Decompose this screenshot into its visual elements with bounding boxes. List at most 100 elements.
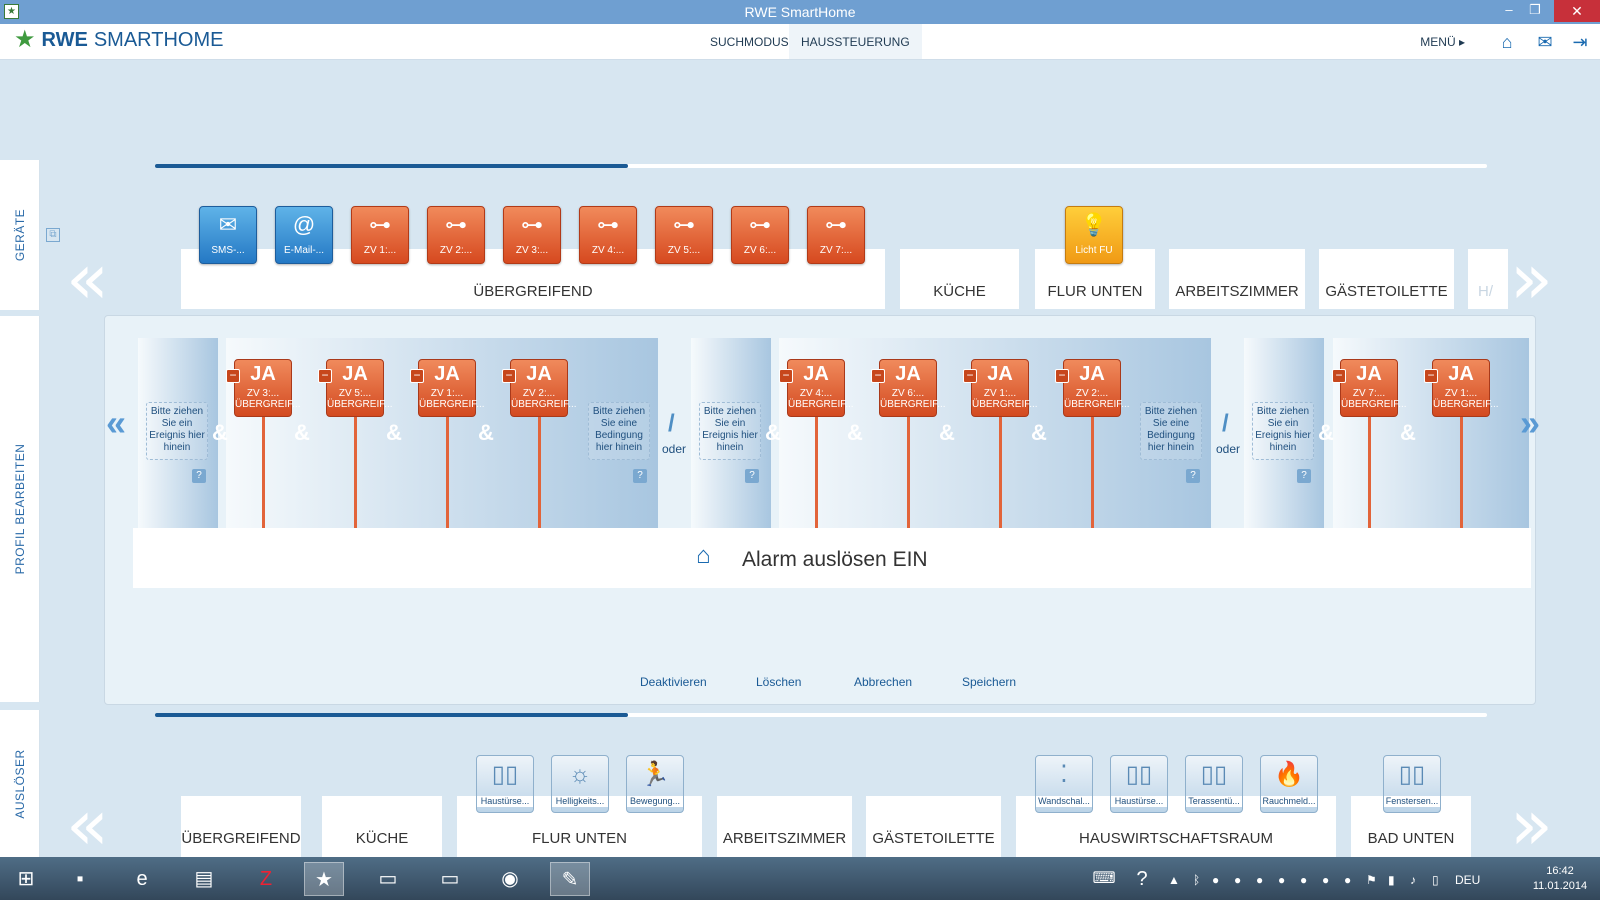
condition-drop-zone[interactable]: Bitte ziehen Sie eine Bedingung hier hin… [588, 402, 650, 460]
expand-icon[interactable]: ⧉ [46, 228, 60, 242]
save-button[interactable]: Speichern [962, 675, 1017, 689]
help-icon[interactable]: ? [633, 469, 647, 483]
trigger-tile[interactable]: ☼Helligkeits... [551, 755, 609, 813]
windows-start-icon[interactable]: ⊞ [17, 868, 35, 890]
trigger-room-kuche[interactable]: KÜCHE [322, 796, 442, 857]
event-drop-zone[interactable]: Bitte ziehen Sie ein Ereignis hier hinei… [146, 402, 208, 460]
logout-icon[interactable]: ⇥ [1572, 32, 1588, 52]
trigger-tile[interactable]: 🔥Rauchmeld... [1260, 755, 1318, 813]
remove-condition-icon[interactable]: − [1424, 369, 1438, 383]
trigger-tile[interactable]: ▯▯Fenstersen... [1383, 755, 1441, 813]
trigger-tile[interactable]: ▯▯Terassentü... [1185, 755, 1243, 813]
network-icon[interactable]: ▮ [1388, 873, 1395, 887]
trigger-scroll-right-icon[interactable]: » [1510, 784, 1553, 866]
tray-app-icon[interactable]: ● [1234, 873, 1242, 887]
remove-condition-icon[interactable]: − [1055, 369, 1069, 383]
trigger-room-ubergreifend[interactable]: ÜBERGREIFEND [181, 796, 301, 857]
delete-button[interactable]: Löschen [756, 675, 802, 689]
wintv-icon[interactable]: ▭ [378, 868, 398, 890]
keyboard-icon[interactable]: ⌨ [1092, 870, 1116, 887]
help-icon[interactable]: ? [192, 469, 206, 483]
language-indicator[interactable]: DEU [1455, 873, 1481, 887]
tab-haussteuerung[interactable]: HAUSSTEUERUNG [789, 24, 922, 59]
room-tab-partial[interactable]: H/ [1468, 249, 1508, 309]
battery-icon[interactable]: ▯ [1432, 873, 1439, 887]
trigger-room-arbeitszimmer[interactable]: ARBEITSZIMMER [717, 796, 852, 857]
device-tile[interactable]: ⊶ZV 5:... [655, 206, 713, 264]
remove-condition-icon[interactable]: − [410, 369, 424, 383]
scroll-right-icon[interactable]: » [1510, 238, 1553, 320]
tray-app-icon[interactable]: ● [1212, 873, 1220, 887]
app-window-icon[interactable]: ▭ [440, 868, 460, 890]
device-tile[interactable]: @E-Mail-... [275, 206, 333, 264]
bluetooth-icon[interactable]: ᛒ [1193, 873, 1201, 887]
tab-suchmodus[interactable]: SUCHMODUS [710, 35, 789, 49]
close-button[interactable]: ✕ [1554, 0, 1600, 22]
restore-button[interactable]: ❐ [1529, 2, 1541, 17]
remove-condition-icon[interactable]: − [226, 369, 240, 383]
clock[interactable]: 16:42 11.01.2014 [1530, 864, 1590, 894]
event-drop-zone[interactable]: Bitte ziehen Sie ein Ereignis hier hinei… [699, 402, 761, 460]
device-scroll-track[interactable] [155, 164, 1487, 168]
trigger-scroll-track[interactable] [155, 713, 1487, 717]
smarthome-task-icon[interactable]: ★ [304, 862, 344, 896]
trigger-tile[interactable]: ⁚Wandschal... [1035, 755, 1093, 813]
device-tile[interactable]: ⊶ZV 6:... [731, 206, 789, 264]
device-tile[interactable]: ⊶ZV 7:... [807, 206, 865, 264]
tray-app-icon[interactable]: ● [1256, 873, 1264, 887]
tray-app-icon[interactable]: ● [1322, 873, 1330, 887]
device-tile-light[interactable]: 💡 Licht FU [1065, 206, 1123, 264]
room-tab-kuche[interactable]: KÜCHE [900, 249, 1019, 309]
help-icon[interactable]: ? [745, 469, 759, 483]
cancel-button[interactable]: Abbrechen [854, 675, 913, 689]
lock-house-icon[interactable]: ⌂ [1501, 32, 1513, 52]
trigger-tile[interactable]: 🏃Bewegung... [626, 755, 684, 813]
trigger-tile[interactable]: ▯▯Haustürse... [476, 755, 534, 813]
tray-chevron-icon[interactable]: ▲ [1168, 873, 1180, 887]
help-tray-icon[interactable]: ? [1136, 868, 1148, 890]
condition-drop-zone[interactable]: Bitte ziehen Sie eine Bedingung hier hin… [1140, 402, 1202, 460]
remove-condition-icon[interactable]: − [779, 369, 793, 383]
tray-app-icon[interactable]: ● [1278, 873, 1286, 887]
remove-condition-icon[interactable]: − [318, 369, 332, 383]
flag-icon[interactable]: ⚑ [1366, 873, 1377, 887]
filezilla-icon[interactable]: Z [259, 868, 273, 890]
minimize-button[interactable]: – [1505, 2, 1513, 17]
device-tile[interactable]: ⊶ZV 2:... [427, 206, 485, 264]
device-tile[interactable]: ⊶ZV 3:... [503, 206, 561, 264]
hp-icon[interactable]: ◉ [501, 868, 519, 890]
trigger-room-gastetoilette[interactable]: GÄSTETOILETTE [866, 796, 1001, 857]
menu-button[interactable]: MENÜ ▸ [1420, 35, 1465, 49]
tray-app-icon[interactable]: ● [1344, 873, 1352, 887]
mail-icon[interactable]: ✉ [1537, 32, 1553, 52]
trigger-scroll-left-icon[interactable]: « [66, 784, 109, 866]
device-tile[interactable]: ⊶ZV 4:... [579, 206, 637, 264]
tray-app-icon[interactable]: ● [1300, 873, 1308, 887]
deactivate-button[interactable]: Deaktivieren [640, 675, 707, 689]
file-explorer-icon[interactable]: ▤ [194, 868, 214, 890]
remove-condition-icon[interactable]: − [871, 369, 885, 383]
remove-condition-icon[interactable]: − [502, 369, 516, 383]
profile-scroll-right-icon[interactable]: » [1520, 402, 1541, 443]
room-tab-arbeitszimmer[interactable]: ARBEITSZIMMER [1169, 249, 1305, 309]
scroll-left-icon[interactable]: « [66, 238, 109, 320]
paint-icon[interactable]: ✎ [550, 862, 590, 896]
help-icon[interactable]: ? [1186, 469, 1200, 483]
volume-icon[interactable]: ♪ [1410, 873, 1416, 887]
help-icon[interactable]: ? [1297, 469, 1311, 483]
remove-condition-icon[interactable]: − [963, 369, 977, 383]
device-scroll-thumb[interactable] [155, 164, 628, 168]
device-tile[interactable]: ✉SMS-... [199, 206, 257, 264]
profile-scroll-left-icon[interactable]: « [106, 402, 127, 443]
room-tab-gastetoilette[interactable]: GÄSTETOILETTE [1319, 249, 1454, 309]
cmd-icon[interactable]: ▪ [76, 868, 84, 890]
device-tile[interactable]: ⊶ZV 1:... [351, 206, 409, 264]
internet-explorer-icon[interactable]: e [136, 868, 148, 890]
